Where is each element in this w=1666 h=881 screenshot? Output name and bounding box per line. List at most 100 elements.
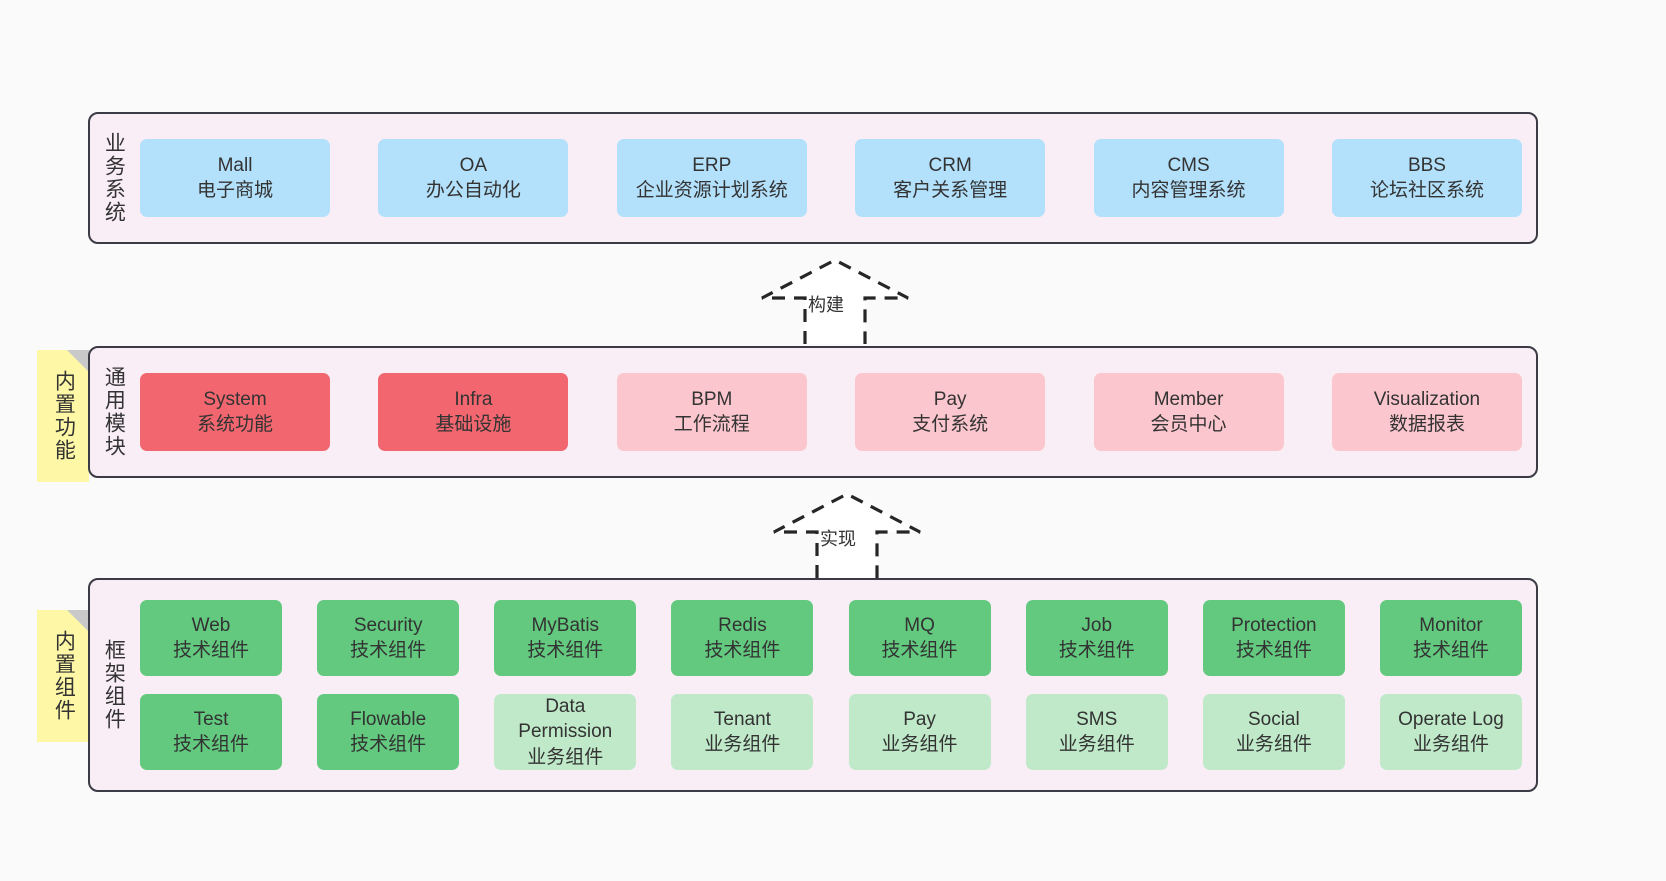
- card-crm[interactable]: CRM 客户关系管理: [855, 139, 1046, 217]
- card-redis-cn: 技术组件: [704, 640, 781, 661]
- card-monitor-en: Monitor: [1419, 614, 1483, 636]
- sticky-note-builtin-components: 内置组件: [37, 610, 89, 742]
- card-erp-en: ERP: [692, 154, 732, 176]
- card-oa[interactable]: OA 办公自动化: [378, 139, 569, 217]
- card-redis-en: Redis: [718, 614, 767, 636]
- card-bpm-cn: 工作流程: [673, 414, 750, 435]
- card-mq-cn: 技术组件: [881, 640, 958, 661]
- card-bbs-cn: 论坛社区系统: [1369, 180, 1484, 201]
- card-social[interactable]: Social 业务组件: [1202, 694, 1345, 770]
- card-visualization-en: Visualization: [1373, 388, 1481, 410]
- card-mall-cn: 电子商城: [196, 180, 273, 201]
- card-sms-en: SMS: [1076, 708, 1118, 730]
- card-mybatis[interactable]: MyBatis 技术组件: [494, 600, 637, 676]
- card-tenant-en: Tenant: [713, 708, 771, 730]
- card-bpm[interactable]: BPM 工作流程: [616, 373, 807, 451]
- card-sms[interactable]: SMS 业务组件: [1025, 694, 1168, 770]
- card-system-cn: 系统功能: [196, 414, 273, 435]
- card-bbs[interactable]: BBS 论坛社区系统: [1331, 139, 1522, 217]
- card-operate-log[interactable]: Operate Log 业务组件: [1379, 694, 1522, 770]
- layer-common-modules: 通用模块 System 系统功能 Infra 基础设施 BPM 工作流程 Pay…: [88, 346, 1538, 478]
- sticky-note-builtin-features-label: 内置功能: [52, 370, 76, 462]
- card-job-cn: 技术组件: [1058, 640, 1135, 661]
- layer-title-framework-components: 框架组件: [102, 639, 126, 731]
- card-infra-cn: 基础设施: [435, 414, 512, 435]
- card-social-en: Social: [1247, 708, 1300, 730]
- card-social-cn: 业务组件: [1235, 734, 1312, 755]
- card-protection[interactable]: Protection 技术组件: [1202, 600, 1345, 676]
- card-job[interactable]: Job 技术组件: [1025, 600, 1168, 676]
- card-erp-cn: 企业资源计划系统: [635, 180, 788, 201]
- layer-body-business-systems: Mall 电子商城 OA 办公自动化 ERP 企业资源计划系统 CRM 客户关系…: [136, 114, 1536, 242]
- connector-implement: 实现: [772, 492, 922, 578]
- card-flowable-cn: 技术组件: [350, 734, 427, 755]
- card-bpm-en: BPM: [691, 388, 733, 410]
- card-crm-en: CRM: [928, 154, 972, 176]
- card-system[interactable]: System 系统功能: [140, 373, 330, 451]
- layer-title-business-systems: 业务系统: [102, 132, 126, 224]
- card-visualization[interactable]: Visualization 数据报表: [1331, 373, 1522, 451]
- card-mall-en: Mall: [217, 154, 253, 176]
- card-job-en: Job: [1081, 614, 1113, 636]
- framework-biz-row: Test 技术组件 Flowable 技术组件 Data Permission …: [140, 694, 1522, 770]
- card-sms-cn: 业务组件: [1058, 734, 1135, 755]
- card-system-en: System: [203, 388, 267, 410]
- layer-title-common-modules: 通用模块: [102, 366, 126, 458]
- card-protection-en: Protection: [1231, 614, 1317, 636]
- layer-business-systems: 业务系统 Mall 电子商城 OA 办公自动化 ERP 企业资源计划系统 CRM…: [88, 112, 1538, 244]
- framework-tech-row: Web 技术组件 Security 技术组件 MyBatis 技术组件 Redi…: [140, 600, 1522, 676]
- card-pay-component[interactable]: Pay 业务组件: [848, 694, 991, 770]
- card-security[interactable]: Security 技术组件: [317, 600, 460, 676]
- card-monitor[interactable]: Monitor 技术组件: [1379, 600, 1522, 676]
- card-member-en: Member: [1153, 388, 1224, 410]
- card-flowable[interactable]: Flowable 技术组件: [317, 694, 460, 770]
- card-mall[interactable]: Mall 电子商城: [140, 139, 330, 217]
- connector-build-label: 构建: [808, 295, 844, 315]
- card-test-en: Test: [193, 708, 229, 730]
- card-security-en: Security: [353, 614, 423, 636]
- card-data-permission-cn: 业务组件: [527, 746, 604, 768]
- connector-implement-label: 实现: [820, 529, 856, 549]
- layer-body-common-modules: System 系统功能 Infra 基础设施 BPM 工作流程 Pay 支付系统…: [136, 348, 1536, 476]
- card-data-permission[interactable]: Data Permission 业务组件: [494, 694, 637, 770]
- card-oa-en: OA: [459, 154, 488, 176]
- card-flowable-en: Flowable: [350, 708, 427, 730]
- card-web-cn: 技术组件: [172, 640, 249, 661]
- layer-framework-components: 框架组件 Web 技术组件 Security 技术组件 MyBatis 技术组件…: [88, 578, 1538, 792]
- card-mq[interactable]: MQ 技术组件: [848, 600, 991, 676]
- card-redis[interactable]: Redis 技术组件: [671, 600, 814, 676]
- card-web[interactable]: Web 技术组件: [140, 600, 282, 676]
- card-erp[interactable]: ERP 企业资源计划系统: [616, 139, 807, 217]
- card-mq-en: MQ: [904, 614, 935, 636]
- card-infra[interactable]: Infra 基础设施: [378, 373, 569, 451]
- card-pay-module-en: Pay: [933, 388, 967, 410]
- connector-build: 构建: [760, 258, 910, 344]
- card-pay-module-cn: 支付系统: [912, 414, 989, 435]
- card-oa-cn: 办公自动化: [425, 180, 521, 201]
- card-pay-component-en: Pay: [903, 708, 936, 730]
- card-web-en: Web: [191, 614, 231, 636]
- card-mybatis-en: MyBatis: [531, 614, 600, 636]
- card-test[interactable]: Test 技术组件: [140, 694, 282, 770]
- card-visualization-cn: 数据报表: [1388, 414, 1465, 435]
- card-data-permission-en: Data Permission: [518, 696, 613, 743]
- card-operate-log-en: Operate Log: [1398, 708, 1504, 730]
- card-crm-cn: 客户关系管理: [893, 180, 1008, 201]
- card-tenant[interactable]: Tenant 业务组件: [671, 694, 814, 770]
- card-mybatis-cn: 技术组件: [527, 640, 604, 661]
- card-cms[interactable]: CMS 内容管理系统: [1093, 139, 1284, 217]
- sticky-note-builtin-components-label: 内置组件: [52, 630, 76, 722]
- card-pay-module[interactable]: Pay 支付系统: [855, 373, 1046, 451]
- sticky-note-builtin-features: 内置功能: [37, 350, 89, 482]
- layer-body-framework-components: Web 技术组件 Security 技术组件 MyBatis 技术组件 Redi…: [136, 580, 1536, 790]
- card-pay-component-cn: 业务组件: [881, 734, 958, 755]
- card-test-cn: 技术组件: [172, 734, 249, 755]
- card-cms-en: CMS: [1167, 154, 1210, 176]
- card-member[interactable]: Member 会员中心: [1093, 373, 1284, 451]
- card-bbs-en: BBS: [1407, 154, 1446, 176]
- card-operate-log-cn: 业务组件: [1412, 734, 1489, 755]
- card-tenant-cn: 业务组件: [704, 734, 781, 755]
- card-cms-cn: 内容管理系统: [1131, 180, 1246, 201]
- card-monitor-cn: 技术组件: [1412, 640, 1489, 661]
